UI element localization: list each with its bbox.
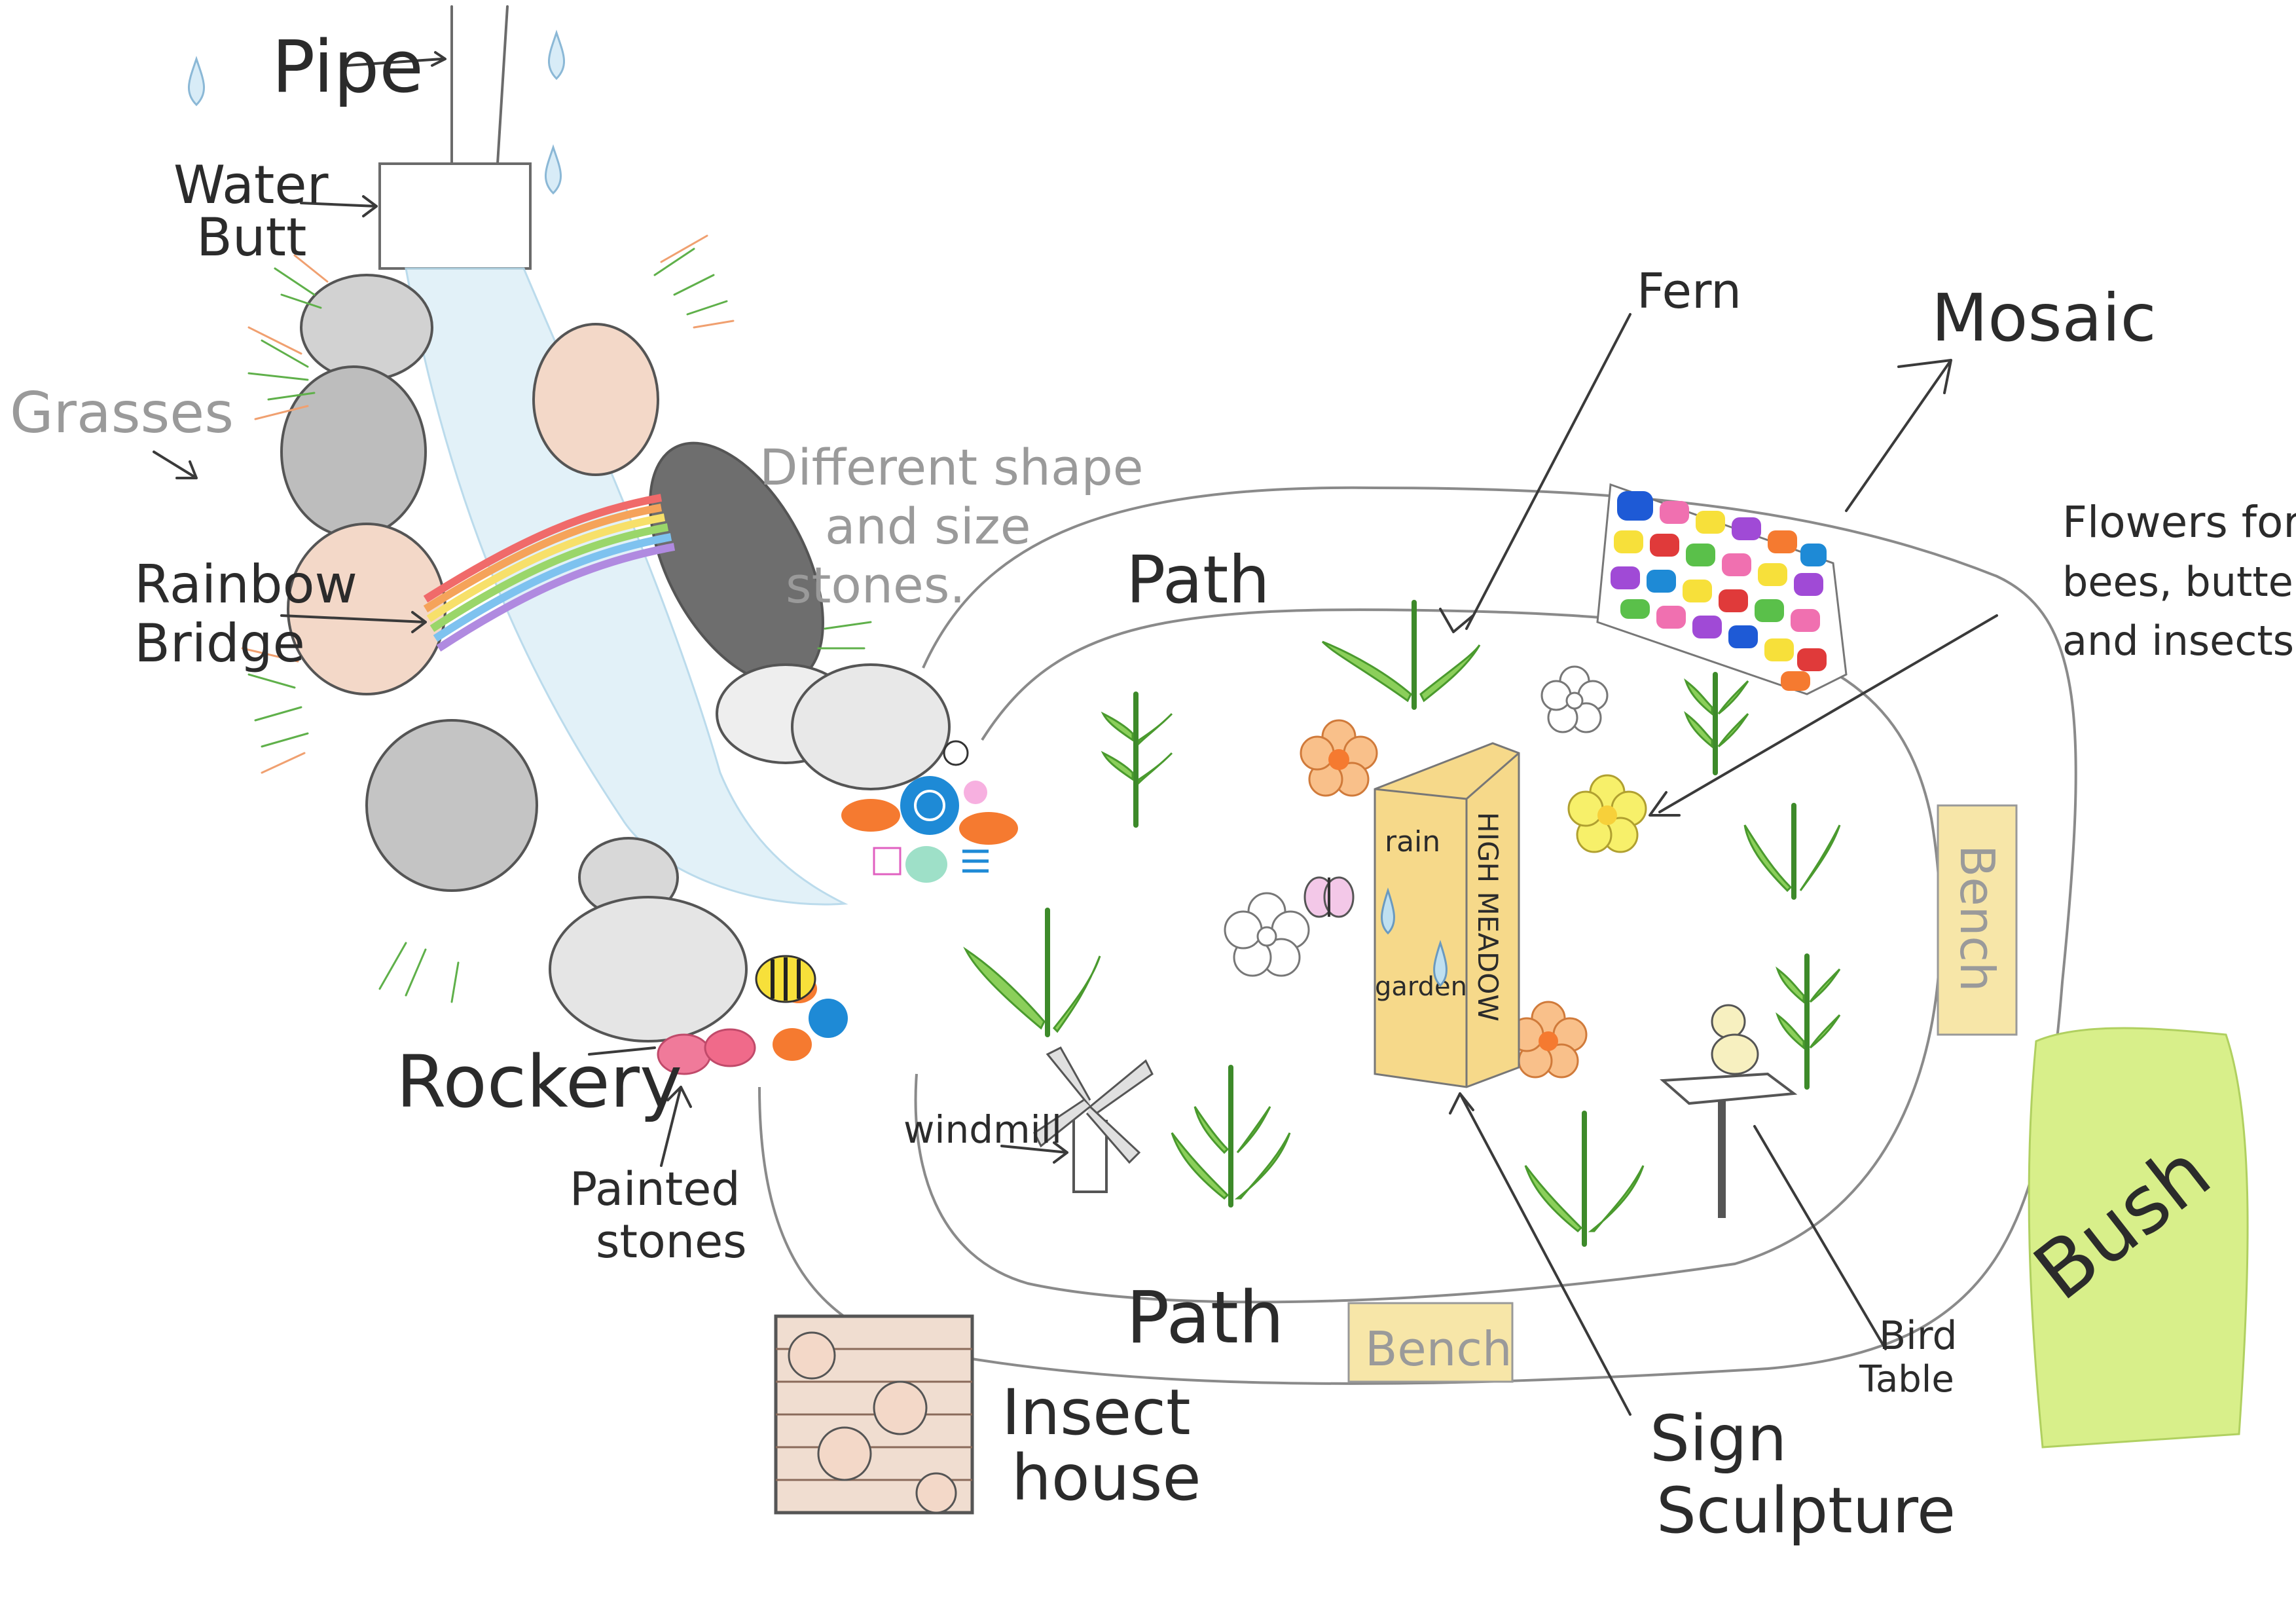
label-stones-1: Different shape	[759, 438, 1144, 496]
label-insect-1: Insect	[1002, 1376, 1191, 1449]
plant	[1524, 1111, 1645, 1247]
plant	[1171, 1065, 1291, 1208]
label-water-butt-2: Butt	[196, 207, 306, 268]
rock	[791, 663, 951, 790]
sign-front-garden: garden	[1375, 972, 1467, 1002]
smiley-icon	[943, 740, 969, 766]
rock	[280, 365, 427, 538]
label-rockery: Rockery	[396, 1040, 682, 1124]
label-mosaic: Mosaic	[1931, 280, 2157, 356]
bee-stone-icon	[755, 955, 816, 1003]
label-path-bottom: Path	[1126, 1276, 1285, 1359]
bench-right	[1937, 804, 2018, 1036]
rock	[532, 323, 659, 476]
plant	[1743, 803, 1841, 900]
flower-icon	[1509, 1001, 1588, 1079]
windmill	[1033, 1046, 1154, 1193]
label-sign-2: Sculpture	[1656, 1474, 1956, 1547]
label-rainbow-2: Bridge	[134, 613, 305, 674]
label-flowers-1: Flowers for	[2062, 497, 2296, 547]
rainbow-bridge	[423, 494, 676, 652]
path-inner-outline	[914, 608, 1942, 1304]
label-bench-bottom: Bench	[1365, 1321, 1512, 1376]
raindrop-icon	[1433, 940, 1448, 987]
label-water-butt-1: Water	[173, 155, 329, 215]
label-stones-3: stones.	[786, 556, 966, 614]
raindrop-icon	[544, 144, 562, 195]
label-path-top: Path	[1126, 542, 1270, 618]
label-bird-1: Bird	[1879, 1313, 1958, 1359]
painted-stones	[657, 740, 1018, 1075]
label-sign-1: Sign	[1650, 1402, 1787, 1475]
fern-plant	[1321, 600, 1481, 710]
sign-sculpture: rain garden HIGH MEADOW	[1374, 742, 1520, 1088]
grasses	[241, 234, 872, 1003]
flower-icon	[1540, 665, 1609, 733]
meadow-plants	[963, 672, 1841, 1247]
label-pipe: Pipe	[272, 25, 424, 109]
plant	[1101, 692, 1173, 828]
label-flowers-3: and insects	[2062, 617, 2294, 665]
plant	[1684, 672, 1749, 775]
sign-side-high-meadow: HIGH MEADOW	[1472, 812, 1504, 1022]
pipe	[450, 5, 509, 165]
label-painted-2: stones	[596, 1215, 747, 1268]
mosaic	[1596, 483, 1848, 695]
butterfly-icon	[1303, 876, 1355, 918]
plant	[963, 908, 1101, 1037]
bird-table	[1660, 1004, 1798, 1218]
label-painted-1: Painted	[570, 1162, 740, 1216]
rockery-stones	[280, 274, 951, 1043]
bush	[2028, 1027, 2249, 1449]
flower-icon	[1567, 774, 1647, 853]
plant	[1776, 953, 1841, 1090]
bird-icon	[1711, 1004, 1746, 1039]
label-flowers-2: bees, butterflies	[2062, 558, 2296, 606]
bird-body	[1711, 1033, 1759, 1075]
label-fern: Fern	[1637, 263, 1741, 320]
label-stones-2: and size	[825, 497, 1031, 555]
label-insect-2: house	[1011, 1441, 1201, 1515]
insect-house	[774, 1314, 974, 1515]
label-grasses: Grasses	[10, 380, 234, 446]
annotation-arrows	[153, 51, 1998, 1416]
path-outer-outline	[758, 486, 2077, 1385]
raindrop-icon	[1381, 887, 1395, 935]
rock	[549, 896, 748, 1043]
flower-icon	[1300, 719, 1378, 797]
sign-front-rain: rain	[1385, 825, 1440, 858]
rock	[300, 274, 433, 381]
label-bird-2: Table	[1859, 1358, 1954, 1401]
raindrop-icon	[547, 29, 566, 81]
water-butt	[378, 162, 532, 270]
raindrop-icon	[187, 56, 206, 107]
rock	[365, 719, 538, 892]
bench-bottom	[1347, 1302, 1514, 1383]
flower-icon	[1224, 892, 1310, 977]
label-rainbow-1: Rainbow	[134, 554, 357, 615]
label-bench-right: Bench	[1950, 845, 2005, 992]
label-windmill: windmill	[903, 1107, 1062, 1152]
